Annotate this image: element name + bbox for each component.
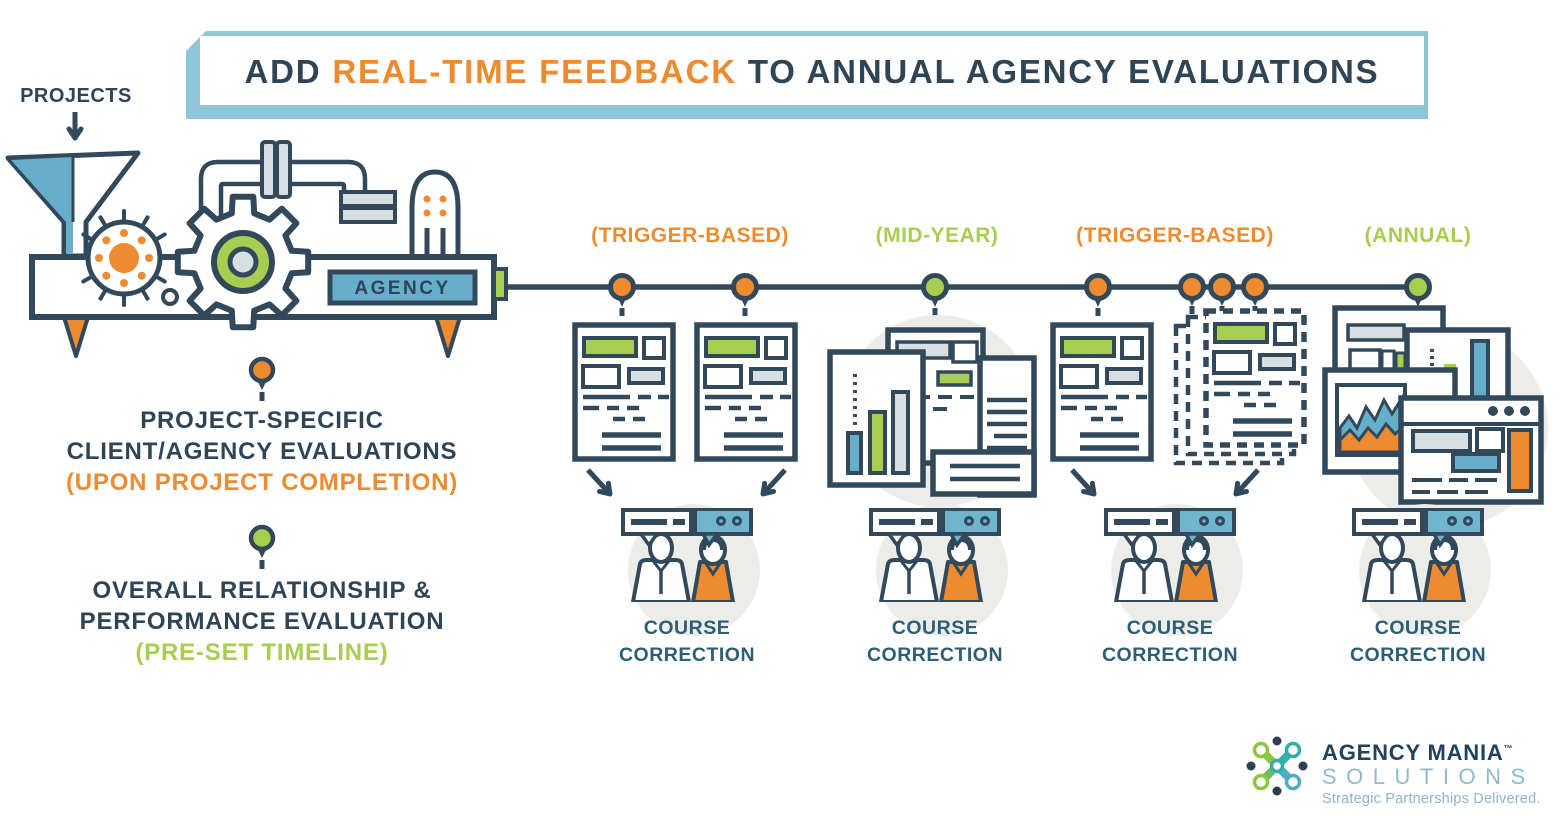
legend-overall-line2: PERFORMANCE EVALUATION [79, 608, 445, 635]
dashboard-window-icon [1398, 395, 1544, 505]
logo-trademark: ™ [1503, 743, 1514, 754]
course-correction-label: COURSE CORRECTION [1101, 617, 1239, 666]
title-banner [200, 36, 1424, 105]
sprocket-icon [75, 209, 173, 307]
logo-name-text: AGENCY MANIA [1322, 740, 1504, 765]
timing-label-trigger-2: (TRIGGER-BASED) [1076, 224, 1274, 247]
agency-nameplate [327, 269, 478, 306]
legend-pin-green [248, 524, 276, 572]
legend-project-line2: CLIENT/AGENCY EVALUATIONS [66, 438, 458, 465]
legend-pin-orange [248, 356, 276, 404]
group-trigger-2 [1053, 311, 1304, 636]
group-mid-year [827, 315, 1037, 636]
arrow-icon [1070, 468, 1097, 497]
title-suffix: TO ANNUAL AGENCY EVALUATIONS [747, 53, 1380, 90]
timeline-nodes [608, 273, 1432, 331]
projects-label: PROJECTS [20, 85, 132, 107]
group-trigger-1 [575, 325, 795, 636]
output-nozzle [492, 267, 508, 301]
arrow-icon [760, 468, 787, 497]
evaluation-form-icon [1053, 325, 1151, 459]
arrow-icon [1233, 468, 1260, 497]
course-correction-label: COURSE CORRECTION [618, 617, 756, 666]
evaluation-form-icon [575, 325, 673, 459]
timeline [506, 273, 1432, 331]
logo-name: AGENCY MANIA™ [1322, 740, 1552, 766]
legend-project-line1: PROJECT-SPECIFIC [140, 407, 384, 434]
agency-mania-logo-icon [1246, 736, 1308, 796]
arrow-icon [586, 468, 613, 497]
course-correction-label: COURSE CORRECTION [866, 617, 1004, 666]
legend-project-note: (UPON PROJECT COMPLETION) [65, 469, 458, 496]
legend-overall-note: (PRE-SET TIMELINE) [135, 639, 389, 666]
title-highlight: REAL-TIME FEEDBACK [332, 53, 737, 90]
timing-label-mid-year: (MID-YEAR) [875, 224, 999, 247]
bulb-icon [409, 169, 461, 258]
evaluation-form-icon [697, 325, 795, 459]
agency-label: AGENCY [354, 278, 451, 299]
agency-machine-icon [5, 140, 508, 358]
evaluation-form-stack-icon [1206, 311, 1304, 445]
logo-tagline: Strategic Partnerships Delivered. [1322, 791, 1541, 807]
bar-chart-doc-icon [827, 349, 926, 488]
course-correction-label: COURSE CORRECTION [1349, 617, 1487, 666]
group-annual [1322, 305, 1548, 636]
timing-label-trigger-1: (TRIGGER-BASED) [591, 224, 789, 247]
legend-overall-line1: OVERALL RELATIONSHIP & [92, 577, 432, 604]
title-prefix: ADD [244, 53, 322, 90]
gear-icon [174, 193, 312, 331]
timing-label-annual: (ANNUAL) [1364, 224, 1472, 247]
logo-line2: SOLUTIONS [1322, 764, 1535, 789]
page-title: ADD REAL-TIME FEEDBACK TO ANNUAL AGENCY … [200, 53, 1424, 91]
